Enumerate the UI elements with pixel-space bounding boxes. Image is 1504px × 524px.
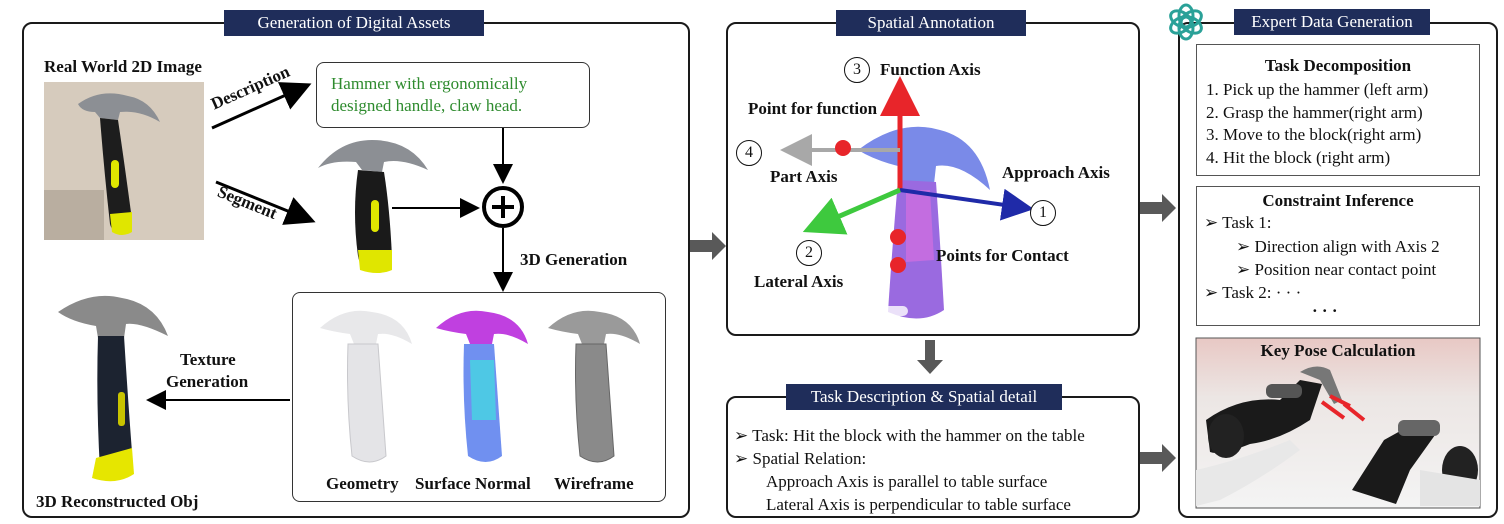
annotated-hammer (858, 126, 990, 319)
decomposition-box (1196, 44, 1480, 176)
constraint-line1: ➢ Task 1: (1204, 213, 1272, 232)
task-line3: Approach Axis is parallel to table surfa… (766, 472, 1048, 491)
generation-title: Generation of Digital Assets (224, 10, 484, 36)
plus-circle-icon (482, 186, 524, 228)
task-line2: ➢ Spatial Relation: (734, 449, 867, 468)
gen3d-label: 3D Generation (520, 250, 628, 269)
decomp-item-4: 4. Hit the block (right arm) (1206, 147, 1391, 167)
num-lateral: 2 (796, 240, 822, 266)
num-part: 4 (736, 140, 762, 166)
approach-axis-label: Approach Axis (1002, 163, 1110, 182)
decomposition-title: Task Decomposition (1264, 56, 1412, 75)
constraint-title: Constraint Inference (1262, 191, 1414, 210)
constraint-box (1196, 186, 1480, 326)
decomp-item-1: 1. Pick up the hammer (left arm) (1206, 80, 1429, 99)
view-surface-normal: Surface Normal (415, 474, 531, 493)
constraint-line2: ➢ Direction align with Axis 2 (1236, 237, 1440, 256)
decomp-item-3: 3. Move to the block(right arm) (1206, 125, 1422, 144)
segmented-hammer (318, 140, 428, 273)
description-arrow (211, 82, 312, 130)
task-line1: ➢ Task: Hit the block with the hammer on… (734, 426, 1085, 445)
part-axis-label: Part Axis (770, 167, 838, 186)
lateral-axis-label: Lateral Axis (754, 272, 844, 291)
num-approach: 1 (1030, 200, 1056, 226)
segment-arrow (215, 180, 316, 225)
views-box (292, 292, 666, 502)
task-line4: Lateral Axis is perpendicular to table s… (766, 495, 1071, 514)
num-function: 3 (844, 57, 870, 83)
description-box: Hammer with ergonomically designed handl… (316, 62, 590, 128)
real-image-label: Real World 2D Image (44, 57, 202, 76)
lateral-axis-arrow (802, 187, 901, 235)
view-geometry: Geometry (326, 474, 399, 493)
approach-axis-arrow (899, 188, 1034, 221)
reconstructed-label: 3D Reconstructed Obj (36, 492, 199, 511)
texture-label-1: Texture (180, 350, 236, 369)
surface-normal-view (436, 310, 528, 462)
decomp-item-2: 2. Grasp the hammer(right arm) (1206, 102, 1423, 122)
contact-point-1 (890, 229, 906, 245)
function-axis-label: Function Axis (880, 60, 981, 79)
function-point (835, 140, 851, 156)
expert-title: Expert Data Generation (1234, 9, 1430, 35)
reconstructed-hammer (58, 295, 168, 482)
spatial-title: Spatial Annotation (836, 10, 1026, 36)
description-line1: Hammer with ergonomically (331, 74, 528, 93)
texture-label-2: Generation (166, 372, 249, 391)
task-title: Task Description & Spatial detail (786, 384, 1062, 410)
description-line2: designed handle, claw head. (331, 96, 523, 115)
photo-hammer (78, 93, 160, 235)
contact-point-2 (890, 257, 906, 273)
constraint-ellipsis: · · · (1312, 301, 1338, 320)
points-for-contact-label: Points for Contact (936, 246, 1069, 265)
point-for-function-label: Point for function (748, 99, 878, 118)
decomposition-list: 1. Pick up the hammer (left arm) 2. Gras… (1206, 79, 1428, 169)
wireframe-view (548, 310, 640, 463)
view-wireframe: Wireframe (554, 474, 634, 493)
constraint-line3: ➢ Position near contact point (1236, 260, 1437, 279)
keypose-title: Key Pose Calculation (1260, 341, 1416, 360)
constraint-line4: ➢ Task 2: · · · (1204, 283, 1302, 302)
geometry-view (320, 310, 412, 463)
